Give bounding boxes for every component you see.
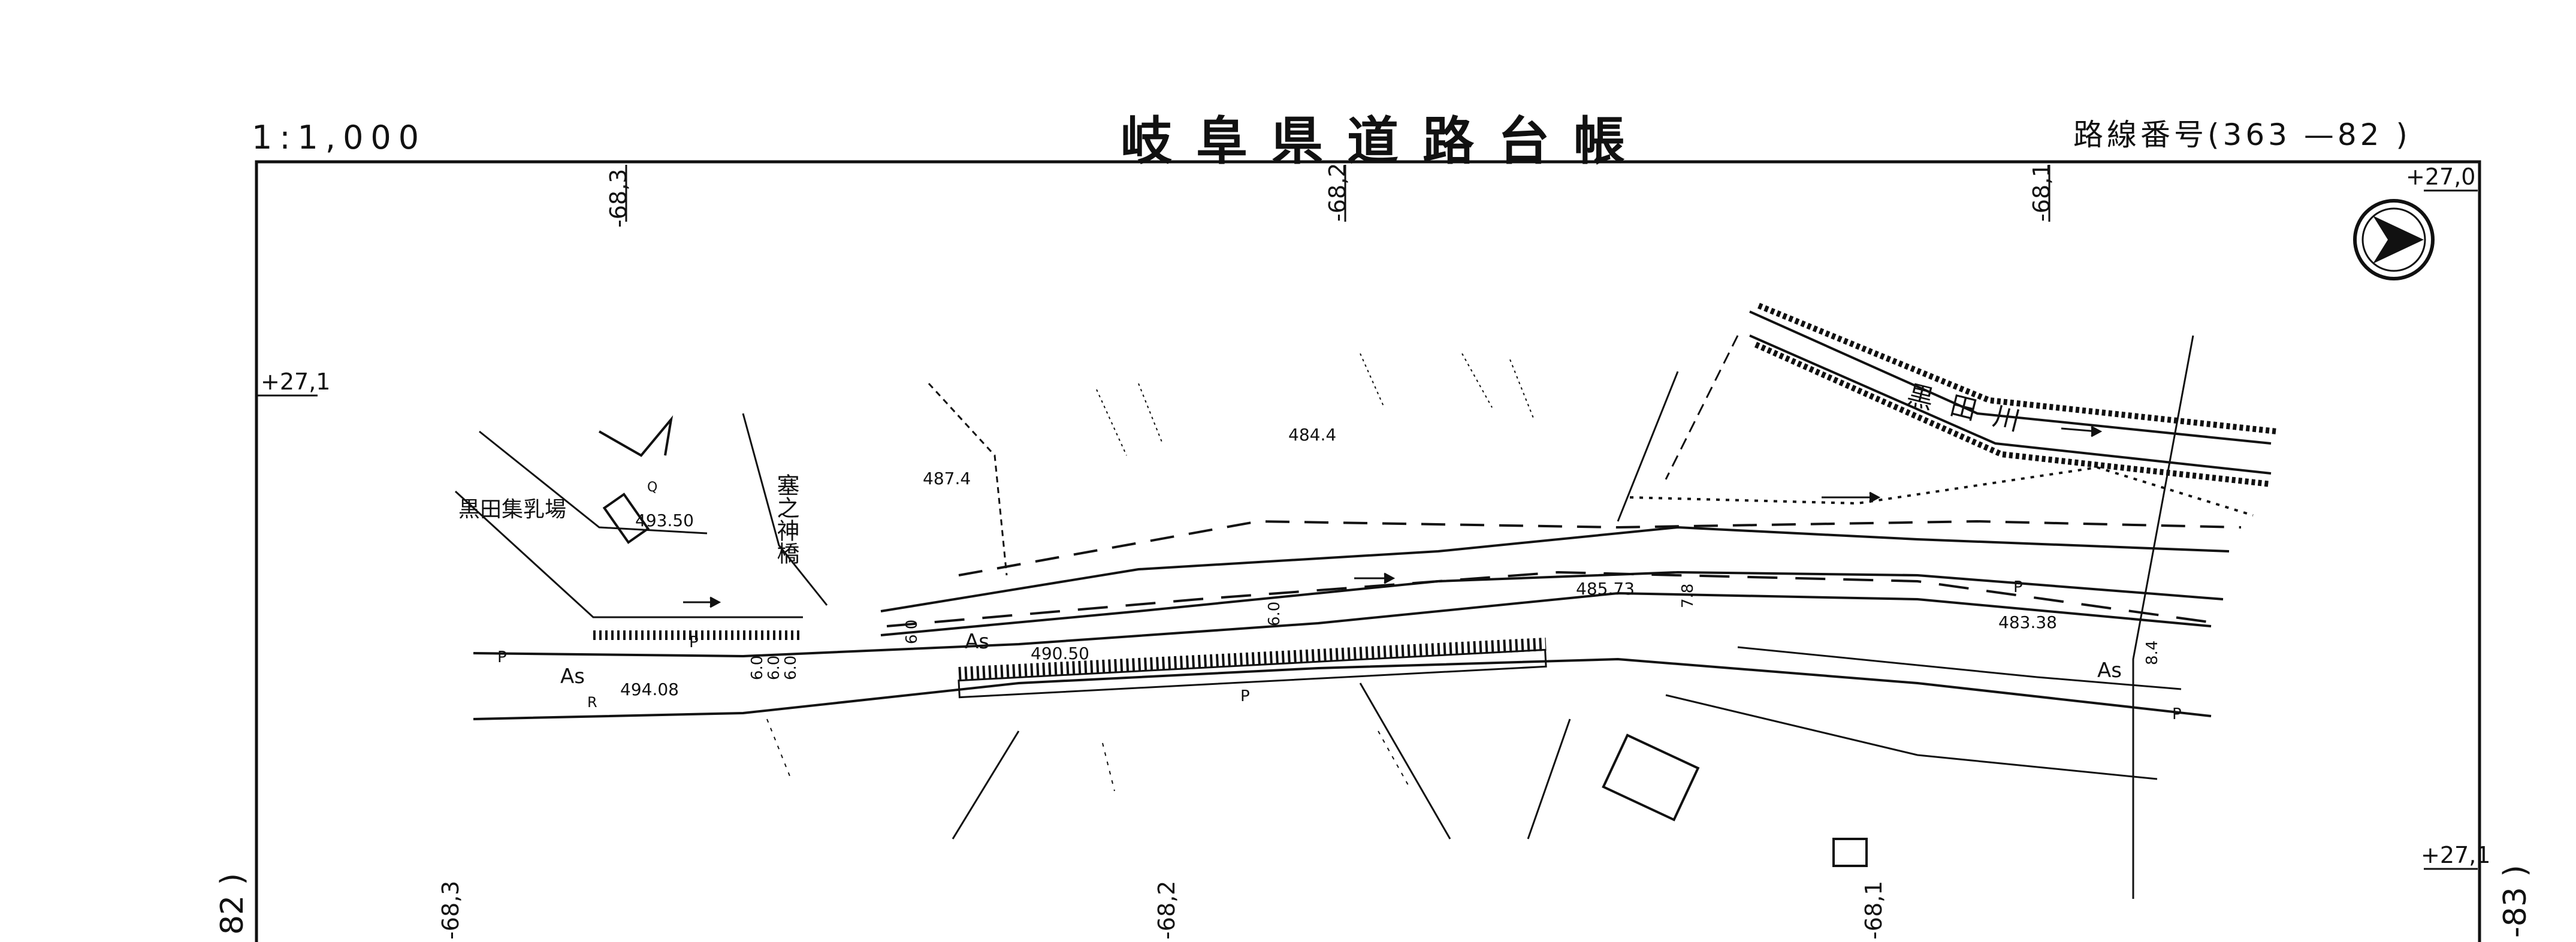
main-road <box>473 520 2242 720</box>
width-label-4: 6.0 <box>903 620 921 644</box>
grid-label-right-top: +27,0 <box>2406 164 2475 190</box>
road-label-p-2: P <box>689 633 699 651</box>
slope-hatching <box>766 353 1535 792</box>
elevation-6: 485.73 <box>1576 579 1635 599</box>
elevation-2: 494.08 <box>620 680 679 699</box>
road-label-as-3: As <box>2097 659 2122 683</box>
road-label-p-1: P <box>497 648 507 666</box>
road-label-p-5: P <box>2172 705 2182 723</box>
road-label-q-1: Q <box>647 480 657 495</box>
width-label-5: 6.0 <box>1266 602 1284 626</box>
road-label-as-2: As <box>965 630 989 654</box>
width-label-7: 8.4 <box>2143 641 2161 665</box>
road-label-r-1: R <box>587 694 597 711</box>
label-bridge: 塞之神橋 <box>773 473 799 564</box>
grid-label-bottom-mid: -68,2 <box>1153 881 1180 940</box>
elevation-4: 487.4 <box>923 469 971 488</box>
grid-label-left-upper: +27,1 <box>261 369 330 395</box>
road-label-p-4: P <box>2013 578 2023 596</box>
road-label-p-3: P <box>1240 687 1250 705</box>
grid-label-top-right: -68,1 <box>2028 163 2055 222</box>
elevation-5: 484.4 <box>1288 425 1336 445</box>
map-scale: 1:1,000 <box>252 119 427 156</box>
elevation-1: 493.50 <box>635 511 694 530</box>
elevation-3: 490.50 <box>1031 644 1089 663</box>
sheet-label-left: 82 ) <box>215 873 250 935</box>
elevation-7: 483.38 <box>1998 612 2057 632</box>
sidewalk-hatch <box>593 630 1547 699</box>
width-label-3: 6.0 <box>782 656 800 680</box>
grid-label-top-mid: -68,2 <box>1324 163 1351 222</box>
label-dairy: 黒田集乳場 <box>458 497 566 522</box>
grid-label-bottom-left: -68,3 <box>437 881 464 940</box>
width-label-1: 6.0 <box>748 656 766 680</box>
flow-arrows <box>683 425 2103 608</box>
road-label-as-1: As <box>560 665 585 689</box>
river <box>1629 303 2278 517</box>
sheet-label-right: -83 ) <box>2498 865 2533 938</box>
grid-ticks <box>258 165 2478 870</box>
side-features <box>454 335 2194 899</box>
buildings <box>599 415 1868 867</box>
map-frame <box>255 160 2481 942</box>
route-number: 路線番号(363 —82 ) <box>2073 117 2411 152</box>
north-arrow-icon <box>2353 199 2435 280</box>
width-label-2: 6.0 <box>765 656 783 680</box>
grid-label-bottom-right: -68,1 <box>1861 881 1887 940</box>
grid-label-top-left: -68,3 <box>605 169 632 228</box>
width-label-6: 7.8 <box>1679 584 1697 608</box>
grid-label-right-lower: +27,1 <box>2421 842 2490 868</box>
